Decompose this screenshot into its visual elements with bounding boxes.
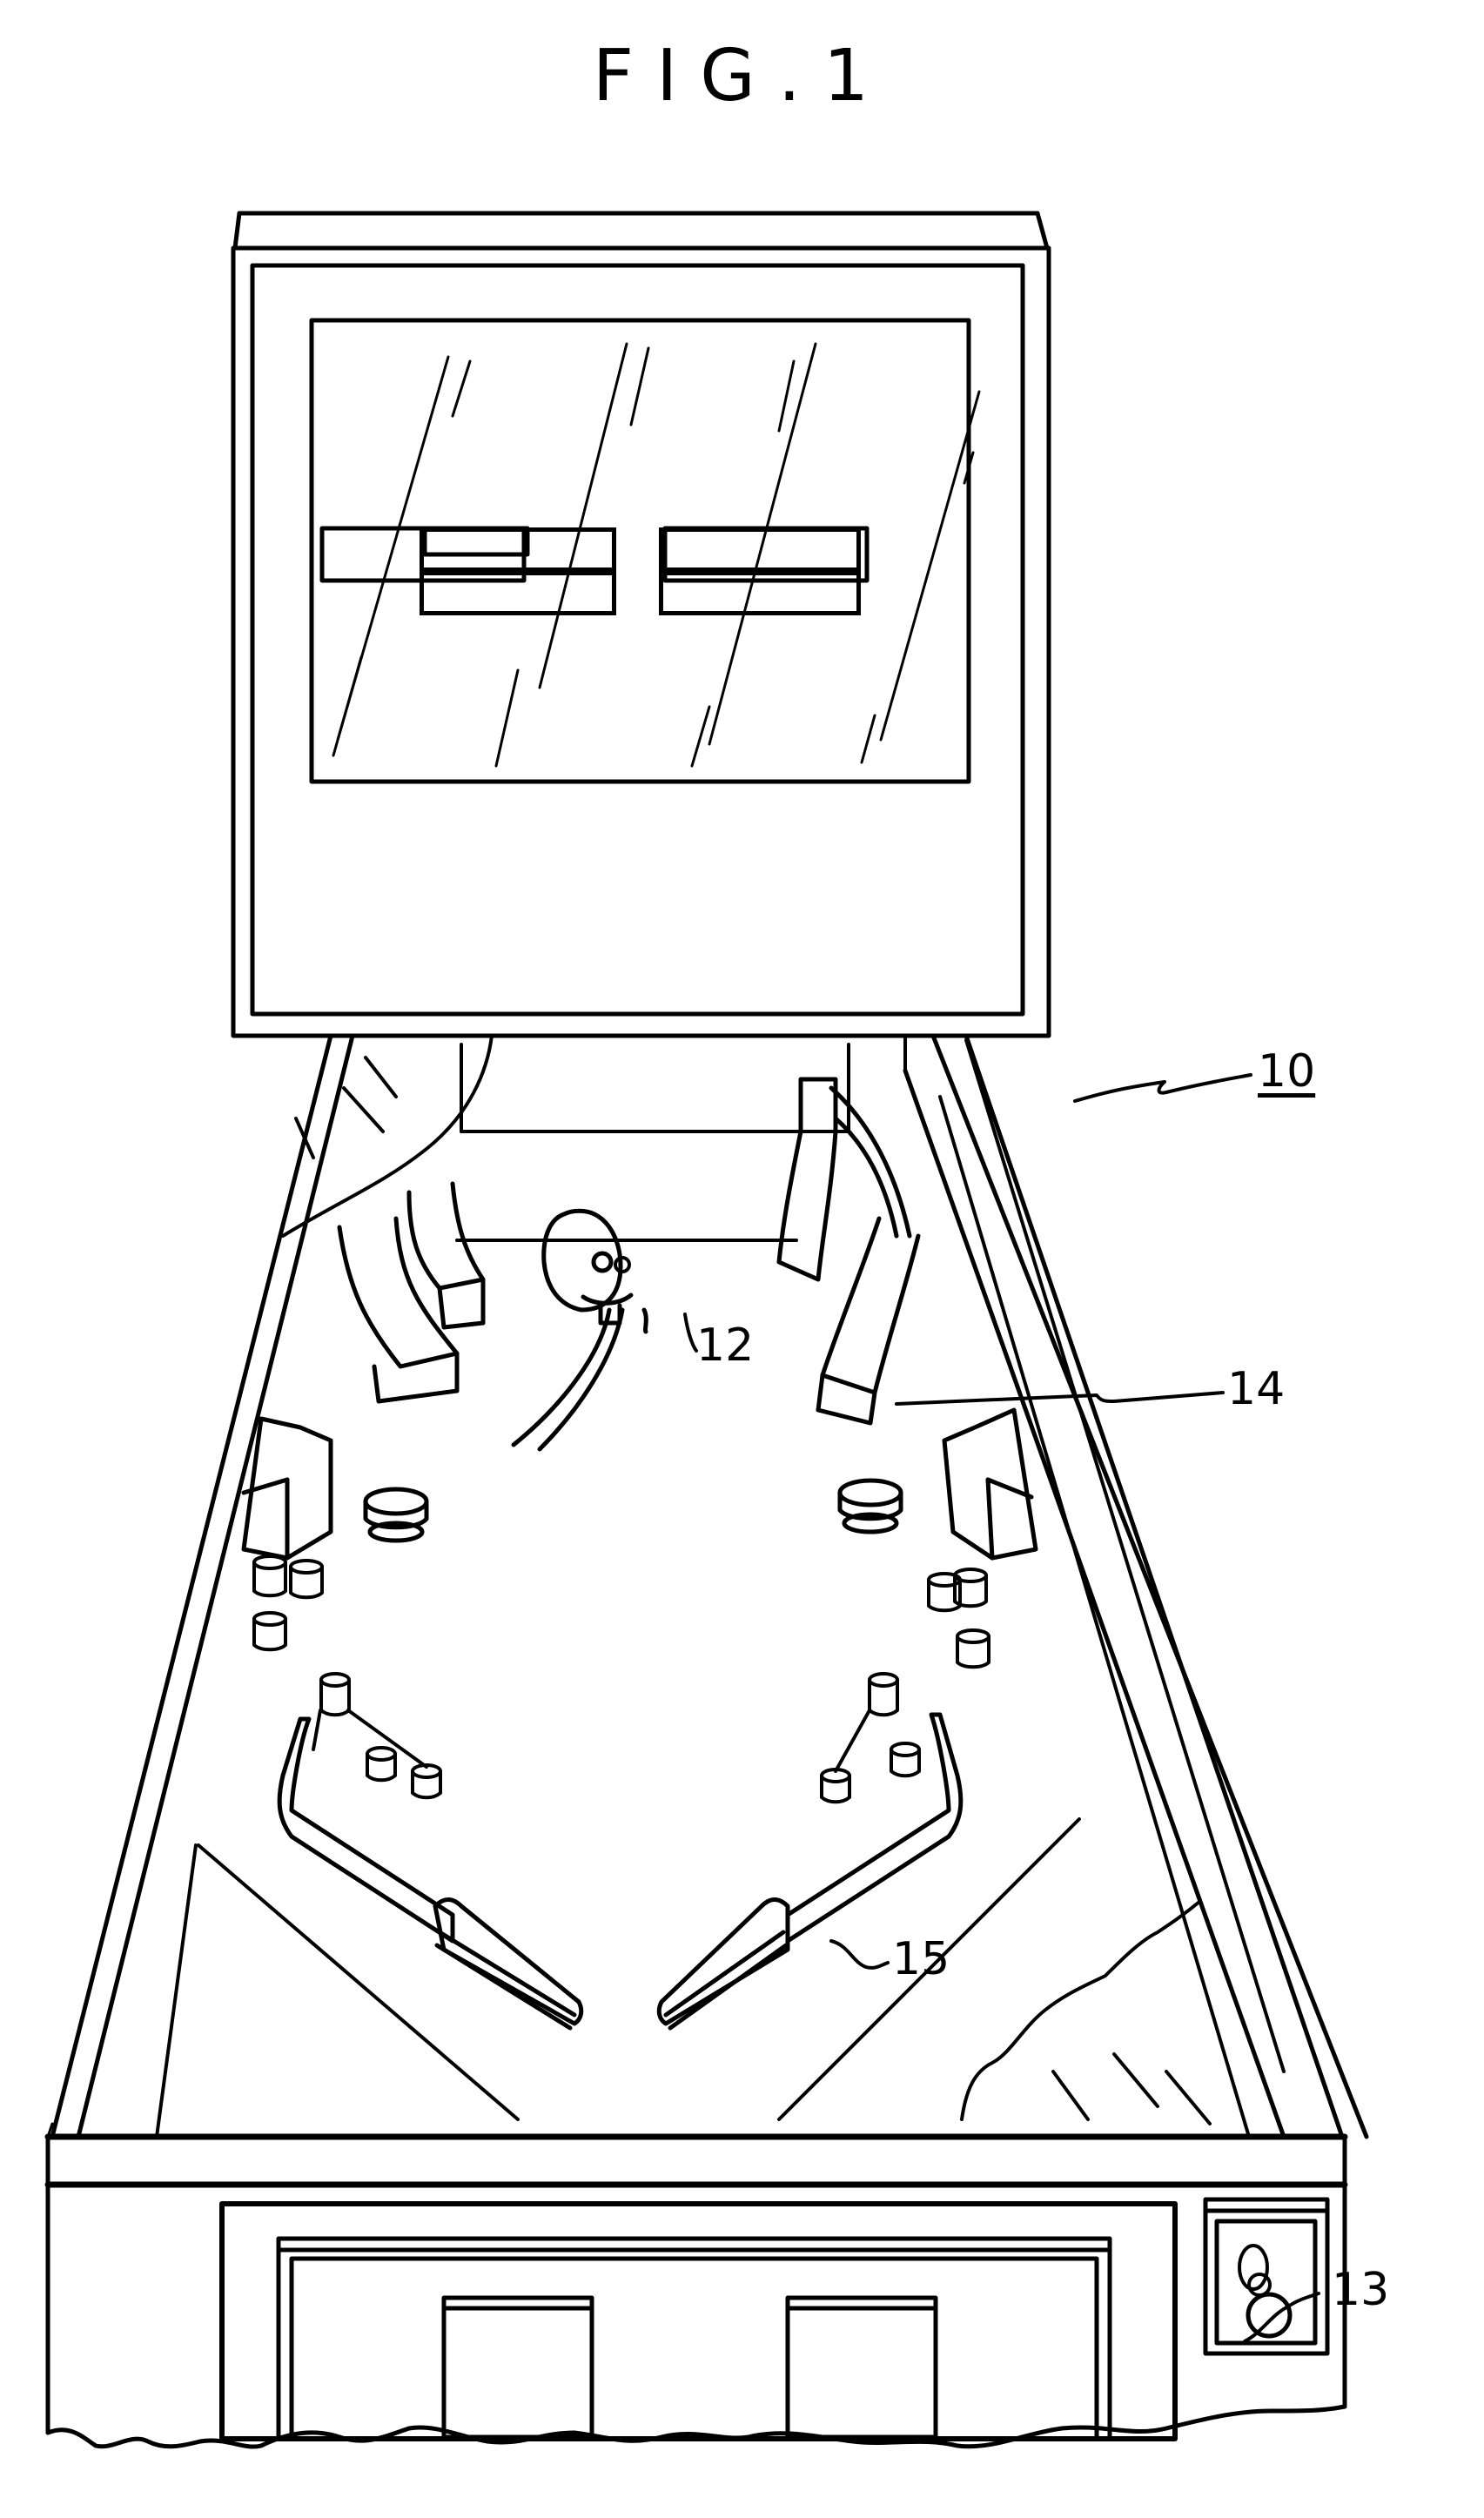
coin-door-right: [785, 2295, 938, 2440]
display-screen: [309, 318, 971, 784]
upper-slingshots: [241, 1407, 1038, 1561]
score-window-3: [420, 567, 616, 615]
coin-door-left: [441, 2295, 594, 2440]
front-cabinet: [44, 2122, 1348, 2449]
leader-lines: [683, 1073, 1320, 2343]
score-window-1: [420, 527, 616, 575]
figure-title: FIG.1: [592, 35, 892, 118]
ref-label-13: 13: [1332, 2264, 1390, 2316]
right-ramps: [776, 1077, 921, 1426]
left-ramps: [337, 1181, 486, 1404]
ref-label-15: 15: [892, 1933, 950, 1985]
score-window-4: [659, 567, 861, 615]
plunger-panel: [1203, 2197, 1330, 2356]
backbox: [231, 211, 1051, 1038]
pop-bumpers: [363, 1478, 903, 1543]
ref-label-10: 10: [1258, 1045, 1316, 1098]
plunger-knob-icon: [1238, 2244, 1269, 2291]
lower-slingshots: [155, 1817, 1212, 2139]
cabinet-sides: [50, 1033, 1369, 2139]
score-window-2: [659, 527, 861, 575]
flipper-right-15: [656, 1897, 790, 2031]
flipper-left: [433, 1897, 584, 2031]
posts: [252, 1554, 990, 1804]
figure-head-12: [511, 1208, 648, 1452]
playfield-back: [281, 1034, 850, 1242]
ref-label-12: 12: [696, 1319, 755, 1372]
plunger-ball-icon: [1246, 2292, 1293, 2339]
ref-label-14: 14: [1227, 1363, 1286, 1415]
